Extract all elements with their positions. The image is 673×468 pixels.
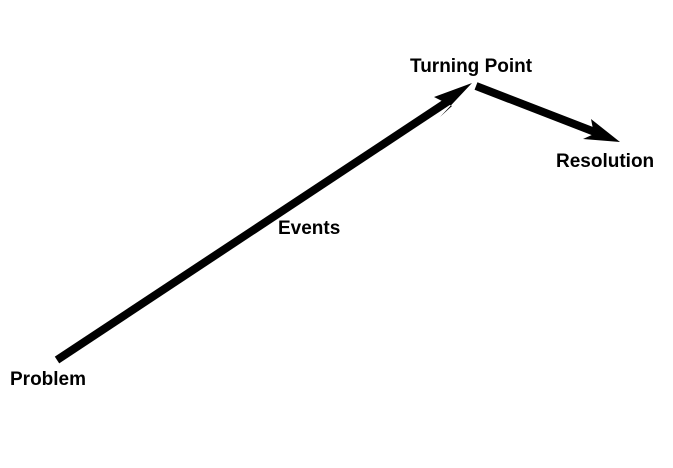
rising-arrow-shaft bbox=[54, 96, 453, 364]
falling-arrow-shaft bbox=[474, 82, 602, 138]
rising-arrow bbox=[54, 83, 472, 364]
label-turning-point: Turning Point bbox=[410, 56, 533, 77]
label-problem: Problem bbox=[10, 369, 87, 390]
falling-arrow-head bbox=[583, 119, 620, 142]
label-resolution: Resolution bbox=[556, 151, 655, 172]
rising-arrow-head bbox=[434, 83, 472, 117]
falling-arrow bbox=[474, 82, 620, 142]
label-events: Events bbox=[278, 218, 341, 239]
